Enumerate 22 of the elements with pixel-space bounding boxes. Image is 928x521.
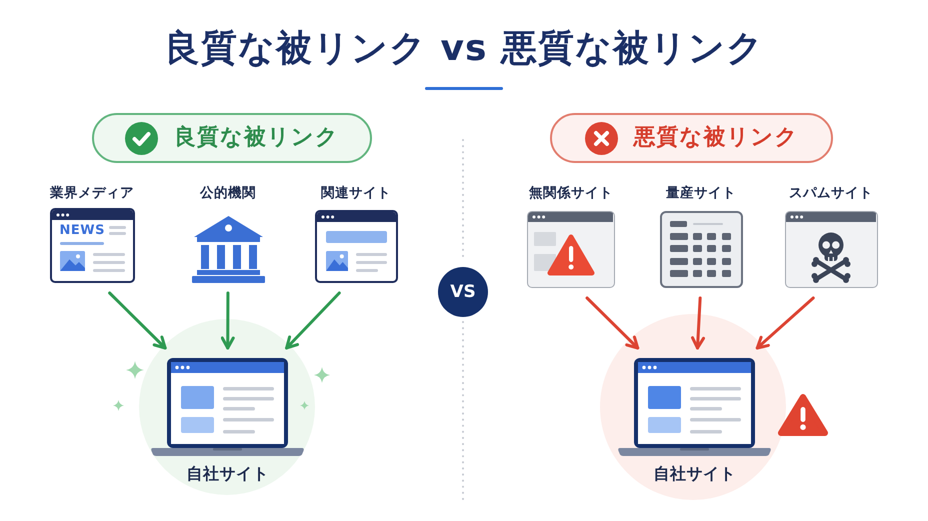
vs-text: VS [450, 282, 476, 302]
arrow [586, 296, 640, 350]
site-label: 自社サイト [653, 463, 736, 485]
source-label: 業界メディア [50, 184, 134, 203]
source-label: 関連サイト [321, 184, 391, 203]
title: 良質な被リンク vs 悪質な被リンク [164, 27, 764, 71]
vs-circle [438, 267, 488, 317]
source-label: スパムサイト [789, 184, 873, 203]
pill-title: 良質な被リンク [174, 124, 339, 152]
source-label: 無関係サイト [529, 184, 613, 203]
arrow [108, 292, 167, 350]
source-label: 量産サイト [666, 184, 736, 203]
source-label: 公的機関 [200, 184, 256, 203]
pill-title: 悪質な被リンク [634, 124, 798, 152]
arrow [285, 292, 341, 350]
site-label: 自社サイト [186, 463, 269, 485]
news-heading: NEWS [60, 224, 105, 238]
arrow [756, 296, 815, 350]
arrow [220, 292, 235, 350]
arrow [691, 296, 706, 350]
category-pill [92, 113, 372, 163]
category-pill [550, 113, 833, 163]
